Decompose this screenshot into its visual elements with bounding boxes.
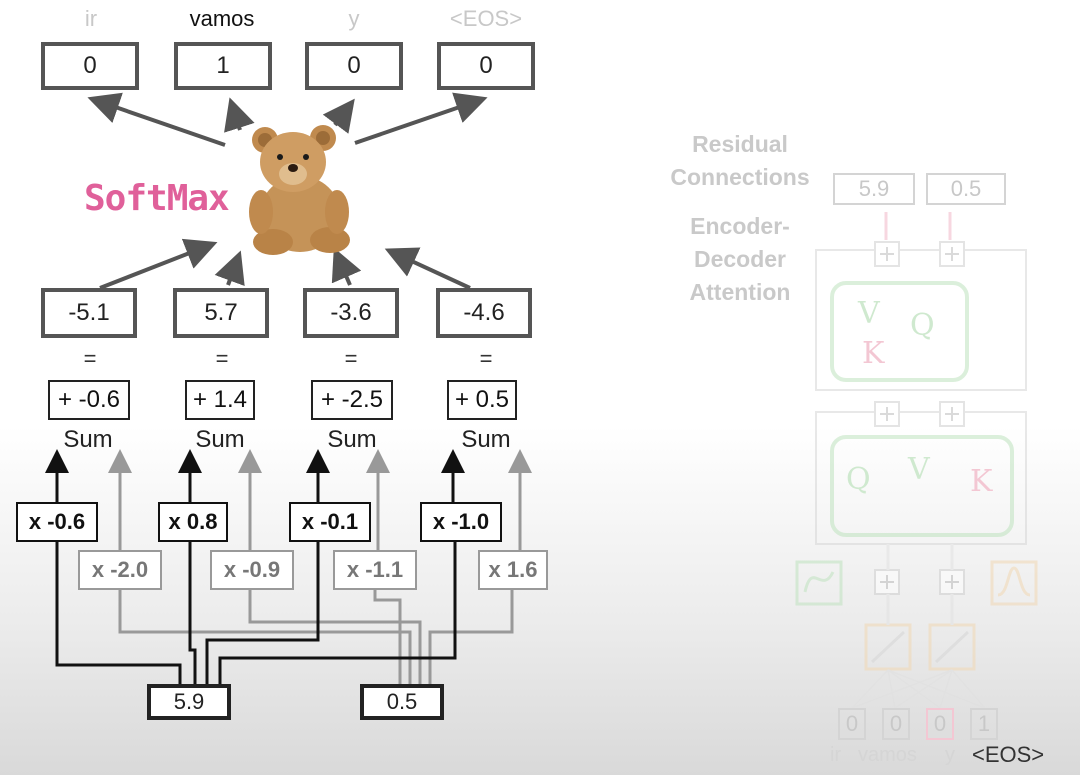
input-token-vamos: vamos (858, 744, 917, 766)
equals-sign: = (344, 346, 358, 371)
equals-sign: = (479, 346, 493, 371)
output-token-y: y (348, 6, 360, 31)
output-prob-ir: 0 (41, 42, 139, 90)
light-path-4 (428, 590, 514, 685)
fc-result-1: -5.1 (41, 288, 137, 338)
output-prob-y: 0 (305, 42, 403, 90)
dark-path-2 (188, 540, 197, 685)
arrow-to-output-1 (87, 92, 226, 147)
arrow-to-softmax-2 (214, 250, 245, 287)
onehot-cell: 0 (838, 708, 866, 740)
ghost-decoder-diagram (795, 212, 1038, 709)
residual-connections-label: Residual Connections (670, 131, 810, 190)
input-token-ir: ir (830, 744, 842, 766)
weight-dark-4: x -1.0 (420, 502, 502, 542)
light-path-2 (248, 590, 422, 685)
equals-sign: = (83, 346, 97, 371)
output-prob-vamos: 1 (174, 42, 272, 90)
sum-label: Sum (195, 426, 245, 453)
sum-label: Sum (63, 426, 113, 453)
bias-box-4: + 0.5 (447, 380, 517, 420)
arrow-to-output-2 (224, 97, 255, 133)
dark-path-1 (55, 540, 182, 685)
arrow-to-softmax-4 (384, 247, 471, 290)
arrow-to-output-3 (322, 98, 355, 134)
weight-light-4: x 1.6 (478, 550, 548, 590)
sum-label: Sum (327, 426, 377, 453)
onehot-cell: 0 (882, 708, 910, 740)
weight-dark-2: x 0.8 (158, 502, 228, 542)
encoder-decoder-attention-label: Encoder- Decoder Attention (689, 213, 791, 305)
bias-box-3: + -2.5 (311, 380, 393, 420)
residual-value-2: 0.5 (926, 173, 1006, 205)
arrow-to-output-4 (354, 92, 488, 145)
value-letter: V (858, 296, 880, 331)
residual-value-1: 5.9 (833, 173, 915, 205)
onehot-cell: 0 (926, 708, 954, 740)
output-token-eos: <EOS> (449, 6, 523, 31)
weight-dark-3: x -0.1 (289, 502, 371, 542)
encoded-value-1: 5.9 (147, 684, 231, 720)
dark-path-4 (218, 540, 457, 685)
dark-path-3 (205, 540, 320, 685)
weight-light-2: x -0.9 (210, 550, 294, 590)
teddy-bear-icon (245, 122, 355, 257)
light-path-3 (373, 590, 402, 685)
arrow-to-softmax-3 (331, 247, 362, 286)
weight-dark-1: x -0.6 (16, 502, 98, 542)
sum-label: Sum (461, 426, 511, 453)
fc-result-4: -4.6 (436, 288, 532, 338)
output-token-vamos: vamos (189, 6, 255, 31)
query-letter: Q (846, 462, 871, 497)
light-path-1 (118, 590, 412, 685)
bias-box-1: + -0.6 (48, 380, 130, 420)
input-token-y: y (945, 744, 955, 766)
output-token-ir: ir (84, 6, 98, 31)
output-prob-eos: 0 (437, 42, 535, 90)
weight-light-1: x -2.0 (78, 550, 162, 590)
fc-result-2: 5.7 (173, 288, 269, 338)
key-letter: K (862, 336, 885, 371)
softmax-label: SoftMax (84, 178, 230, 219)
value-letter: V (908, 452, 930, 487)
key-letter: K (970, 464, 993, 499)
weight-light-3: x -1.1 (333, 550, 417, 590)
arrow-to-softmax-1 (99, 238, 218, 290)
encoded-value-2: 0.5 (360, 684, 444, 720)
fc-result-3: -3.6 (303, 288, 399, 338)
input-token-eos: <EOS> (972, 742, 1045, 767)
equals-sign: = (215, 346, 229, 371)
query-letter: Q (910, 308, 935, 343)
bias-box-2: + 1.4 (185, 380, 255, 420)
onehot-cell: 1 (970, 708, 998, 740)
